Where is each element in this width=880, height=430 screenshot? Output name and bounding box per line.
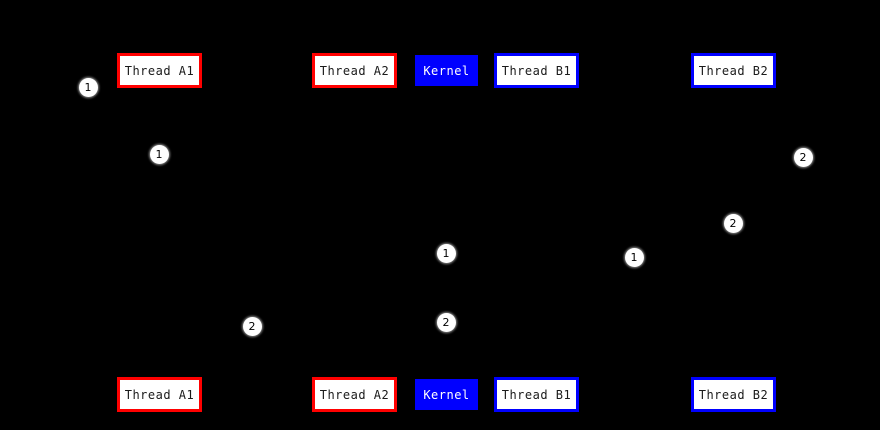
lifeline-stub-thread-a2-bottom <box>351 374 356 377</box>
participant-label: Thread A2 <box>319 387 390 402</box>
step-badge-8: 2 <box>436 312 456 332</box>
participant-label: Thread B1 <box>501 387 572 402</box>
participant-label: Thread B2 <box>698 387 769 402</box>
lifeline-stub-thread-a1-bottom <box>156 374 161 377</box>
participant-box-thread-a2-top[interactable]: Thread A2 <box>312 53 397 88</box>
step-badge-4: 2 <box>723 213 743 233</box>
step-badge-5: 1 <box>436 243 456 263</box>
participant-label: Kernel <box>423 387 470 402</box>
step-badge-2: 1 <box>149 144 169 164</box>
participant-label: Thread B1 <box>501 63 572 78</box>
lifeline-stub-kernel-bottom <box>443 374 448 377</box>
participant-box-thread-b2-top[interactable]: Thread B2 <box>691 53 776 88</box>
participant-box-thread-b2-bottom[interactable]: Thread B2 <box>691 377 776 412</box>
participant-label: Thread A2 <box>319 63 390 78</box>
participant-label: Kernel <box>423 63 470 78</box>
step-badge-label: 2 <box>799 150 807 164</box>
lifeline-thread-b2 <box>733 88 734 377</box>
step-badge-7: 2 <box>242 316 262 336</box>
step-badge-1: 1 <box>78 77 98 97</box>
lifeline-thread-a1 <box>159 88 160 377</box>
message-arrow-1 <box>158 154 447 254</box>
step-badge-6: 1 <box>624 247 644 267</box>
lifeline-thread-a2 <box>354 88 355 377</box>
participant-box-thread-b1-bottom[interactable]: Thread B1 <box>494 377 579 412</box>
participant-label: Thread B2 <box>698 63 769 78</box>
step-badge-label: 1 <box>630 250 638 264</box>
participant-box-thread-a1-top[interactable]: Thread A1 <box>117 53 202 88</box>
step-badge-3: 2 <box>793 147 813 167</box>
participant-box-kernel-bottom[interactable]: Kernel <box>415 379 478 410</box>
participant-box-thread-a2-bottom[interactable]: Thread A2 <box>312 377 397 412</box>
step-badge-label: 2 <box>729 216 737 230</box>
lifeline-stub-thread-b2-bottom <box>730 374 735 377</box>
step-badge-label: 1 <box>155 147 163 161</box>
message-arrow-2 <box>446 156 735 254</box>
message-arrow-3 <box>446 228 736 323</box>
lifeline-kernel <box>446 86 447 377</box>
participant-box-kernel-top[interactable]: Kernel <box>415 55 478 86</box>
participant-box-thread-a1-bottom[interactable]: Thread A1 <box>117 377 202 412</box>
participant-label: Thread A1 <box>124 387 195 402</box>
step-badge-label: 1 <box>84 80 92 94</box>
step-badge-label: 2 <box>248 319 256 333</box>
participant-box-thread-b1-top[interactable]: Thread B1 <box>494 53 579 88</box>
step-badge-label: 1 <box>442 246 450 260</box>
lifeline-stub-thread-b1-bottom <box>533 374 538 377</box>
participant-label: Thread A1 <box>124 63 195 78</box>
lifeline-thread-b1 <box>536 88 537 377</box>
step-badge-label: 2 <box>442 315 450 329</box>
message-arrow-4 <box>159 321 447 331</box>
